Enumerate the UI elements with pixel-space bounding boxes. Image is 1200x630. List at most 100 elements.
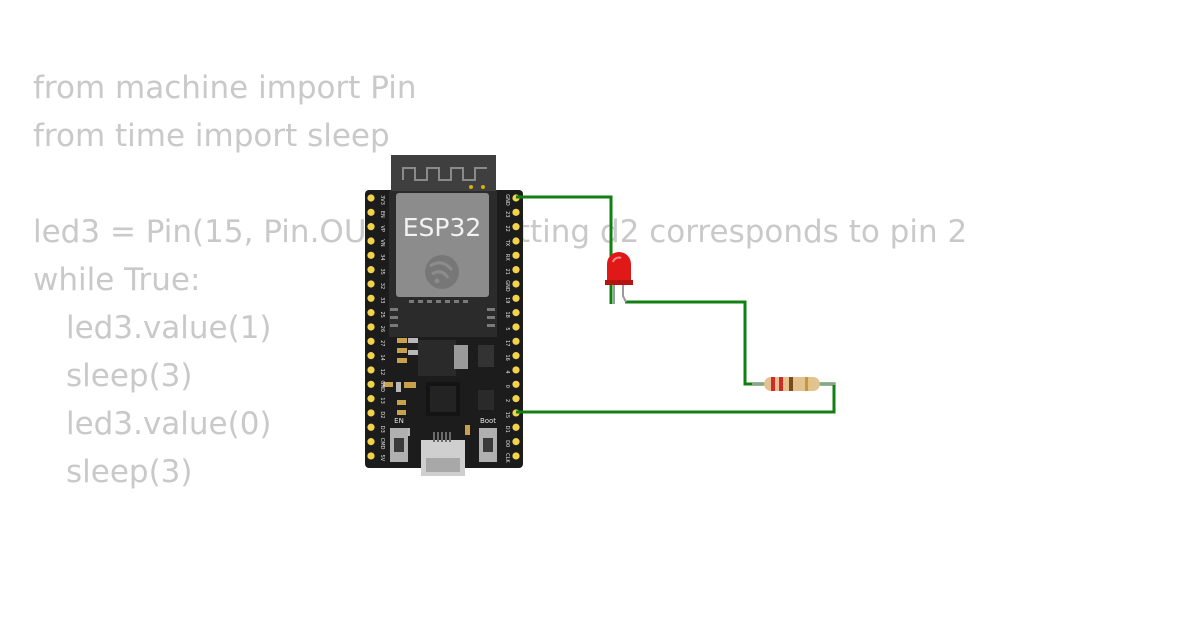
right-pin-label: 16: [504, 354, 510, 360]
right-pin-label: 18: [504, 311, 510, 317]
left-pin-pad[interactable]: [367, 280, 375, 288]
right-pin-label: 5: [504, 327, 510, 330]
left-pin-pad[interactable]: [367, 237, 375, 245]
right-pin-label: 4: [504, 370, 510, 373]
wifi-antenna: [391, 155, 496, 193]
right-pin-pad[interactable]: [512, 280, 520, 288]
right-pin-label: D1: [504, 426, 510, 433]
left-pin-label: 35: [379, 268, 385, 274]
left-pin-label: VN: [379, 239, 385, 246]
led-resistor-wire[interactable]: [625, 300, 765, 386]
right-pin-label: 22: [504, 225, 510, 231]
right-pin-pad[interactable]: [512, 395, 520, 403]
left-pin-label: VP: [379, 225, 385, 231]
left-pin-label: 33: [379, 297, 385, 303]
left-pin-pad[interactable]: [367, 438, 375, 446]
left-pin-pad[interactable]: [367, 208, 375, 216]
left-pin-pad[interactable]: [367, 395, 375, 403]
left-pin-pad[interactable]: [367, 352, 375, 360]
left-pin-label: 27: [379, 340, 385, 346]
left-pin-label: D2: [379, 411, 385, 418]
right-pin-label: 2: [504, 399, 510, 402]
red-led[interactable]: [605, 252, 633, 304]
left-pin-pad[interactable]: [367, 251, 375, 259]
left-pin-label: CMD: [379, 438, 385, 450]
left-pin-pad[interactable]: [367, 409, 375, 417]
left-pin-pad[interactable]: [367, 294, 375, 302]
code-line: led3.value(0): [66, 406, 272, 442]
right-pin-label: GND: [504, 280, 510, 292]
regulator: [418, 340, 456, 376]
left-pin-pad[interactable]: [367, 452, 375, 460]
code-editor-text: from machine import Pin from time import …: [33, 64, 967, 496]
right-pin-pad[interactable]: [512, 251, 520, 259]
right-pin-label: CLK: [504, 453, 510, 463]
module-shield: [396, 193, 489, 297]
left-pin-pad[interactable]: [367, 223, 375, 231]
left-pin-pad[interactable]: [367, 194, 375, 202]
left-pin-pad[interactable]: [367, 266, 375, 274]
micro-usb-port: [421, 432, 465, 476]
right-pin-label: 17: [504, 340, 510, 346]
right-pin-label: 23: [504, 211, 510, 217]
left-pin-label: D3: [379, 426, 385, 433]
chip-label: ESP32: [403, 213, 482, 242]
left-pin-label: 13: [379, 397, 385, 403]
left-pin-label: 34: [379, 254, 385, 260]
right-pin-pad[interactable]: [512, 309, 520, 317]
right-pin-pad[interactable]: [512, 452, 520, 460]
left-pin-label: 32: [379, 283, 385, 289]
right-pin-label: GND: [504, 194, 510, 206]
right-pin-pad[interactable]: [512, 266, 520, 274]
boot-button[interactable]: [479, 428, 497, 462]
right-pin-label: TX: [504, 239, 510, 247]
right-pin-pad[interactable]: [512, 323, 520, 331]
right-pin-label: 15: [504, 412, 510, 418]
right-pin-pad[interactable]: [512, 352, 520, 360]
gnd-wire[interactable]: [516, 195, 613, 304]
left-pin-label: 26: [379, 326, 385, 332]
antenna-trace-icon: [402, 167, 487, 181]
left-pin-label: EN: [379, 211, 385, 218]
regulator-tab: [454, 345, 468, 369]
right-pin-label: 0: [504, 385, 510, 388]
code-line: sleep(3): [66, 358, 193, 394]
right-pin-pad[interactable]: [512, 380, 520, 388]
espressif-logo-icon: [425, 255, 459, 289]
right-pin-pad[interactable]: [512, 423, 520, 431]
left-pin-pad[interactable]: [367, 337, 375, 345]
left-pin-label: 12: [379, 369, 385, 375]
en-label: EN: [394, 417, 404, 425]
en-button[interactable]: [390, 428, 408, 462]
left-pin-pad[interactable]: [367, 309, 375, 317]
left-pin-pad[interactable]: [367, 380, 375, 388]
left-pin-pad[interactable]: [367, 423, 375, 431]
esp32-board[interactable]: ESP32 EN Boot: [365, 155, 523, 476]
left-pin-label: 14: [379, 354, 385, 360]
right-pin-label: D0: [504, 440, 510, 447]
code-line: from time import sleep: [33, 118, 390, 154]
resistor[interactable]: [752, 377, 835, 391]
left-pin-pad[interactable]: [367, 323, 375, 331]
right-pin-label: 19: [504, 297, 510, 303]
right-pin-pad[interactable]: [512, 438, 520, 446]
left-pin-label: 3V3: [379, 195, 385, 205]
left-pin-header: 3V3ENVPVN343532332526271412GND13D2D3CMD5…: [367, 194, 385, 462]
right-pin-pad[interactable]: [512, 237, 520, 245]
right-pin-pad[interactable]: [512, 208, 520, 216]
code-line: while True:: [33, 262, 201, 298]
right-pin-label: RX: [504, 254, 510, 261]
right-pin-pad[interactable]: [512, 366, 520, 374]
left-pin-pad[interactable]: [367, 366, 375, 374]
right-pin-pad[interactable]: [512, 337, 520, 345]
right-pin-pad[interactable]: [512, 223, 520, 231]
right-pin-label: 21: [504, 268, 510, 274]
code-line: from machine import Pin: [33, 70, 417, 106]
right-pin-pad[interactable]: [512, 294, 520, 302]
left-pin-label: 25: [379, 311, 385, 317]
boot-label: Boot: [480, 417, 496, 425]
code-line: led3.value(1): [66, 310, 272, 346]
left-pin-label: 5V: [379, 455, 385, 462]
